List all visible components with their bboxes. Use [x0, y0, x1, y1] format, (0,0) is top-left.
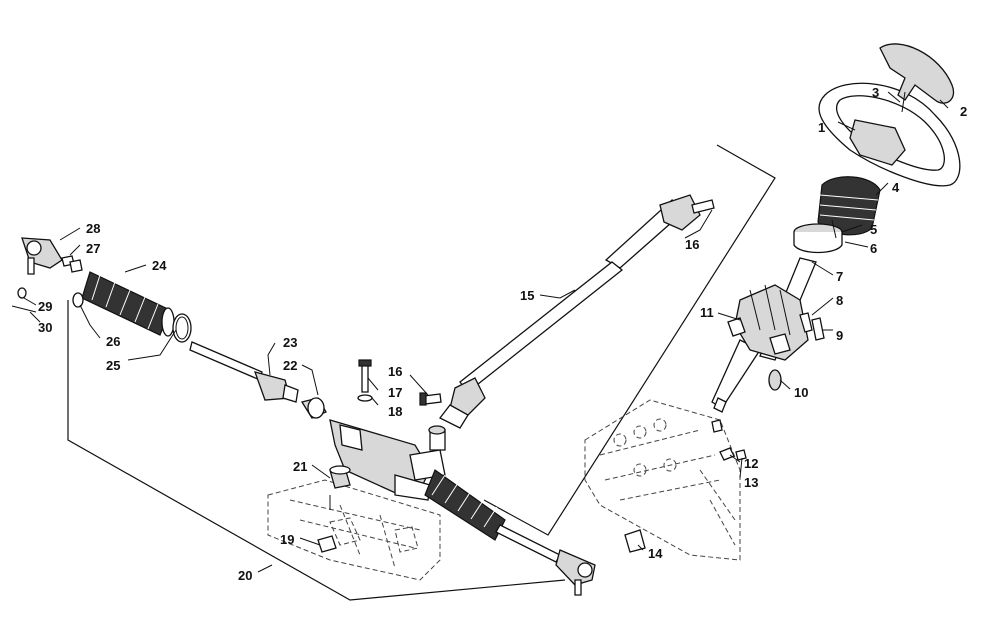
- callout-21: 21: [293, 459, 307, 474]
- cotter-pin-30: [11, 287, 37, 313]
- callout-15: 15: [520, 288, 534, 303]
- rack-nut: [317, 535, 337, 553]
- rack-boot-left: [81, 271, 175, 337]
- callout-23: 23: [283, 335, 297, 350]
- callout-2: 2: [960, 104, 967, 119]
- callout-14: 14: [648, 546, 663, 561]
- rack-bushing: [300, 397, 327, 419]
- callout-4: 4: [892, 180, 900, 195]
- group-20-bracket: [67, 300, 566, 601]
- horn-cap: [879, 43, 955, 113]
- callout-13: 13: [744, 475, 758, 490]
- callout-9: 9: [836, 328, 843, 343]
- callout-26: 26: [106, 334, 120, 349]
- column-boot: [817, 176, 881, 236]
- column-bushing: [793, 219, 843, 254]
- boot-clamp-large: [172, 313, 192, 343]
- leader-lines: [23, 91, 949, 573]
- callout-29: 29: [38, 299, 52, 314]
- callout-3: 3: [872, 85, 879, 100]
- steering-column: [711, 257, 825, 433]
- tie-rod-right: [495, 524, 596, 596]
- callout-17: 17: [388, 385, 402, 400]
- callout-1: 1: [818, 120, 825, 135]
- tie-rod-end-left: [21, 237, 83, 275]
- callout-28: 28: [86, 221, 100, 236]
- callout-11: 11: [700, 305, 714, 320]
- callout-16-lower: 16: [388, 364, 402, 379]
- rack-mount-bushing: [329, 465, 351, 510]
- callout-30: 30: [38, 320, 52, 335]
- callout-5: 5: [870, 222, 877, 237]
- callout-20: 20: [238, 568, 252, 583]
- callout-8: 8: [836, 293, 843, 308]
- boot-clamp-small: [72, 292, 84, 308]
- bolt-16-lower: [419, 392, 442, 406]
- callout-16-upper: 16: [685, 237, 699, 252]
- callout-24: 24: [152, 258, 167, 273]
- callout-18: 18: [388, 404, 402, 419]
- group-column-bracket: [483, 144, 776, 536]
- rack-boot-right: [424, 469, 506, 541]
- inner-tie-rod: [189, 341, 299, 403]
- callout-12: 12: [744, 456, 758, 471]
- rack-bolt: [357, 359, 373, 402]
- callout-19: 19: [280, 532, 294, 547]
- callout-25: 25: [106, 358, 120, 373]
- column-frame-dashed: [584, 399, 741, 561]
- callout-10: 10: [794, 385, 808, 400]
- rack-frame-dashed: [267, 479, 441, 581]
- callout-22: 22: [283, 358, 297, 373]
- callout-6: 6: [870, 241, 877, 256]
- callout-7: 7: [836, 269, 843, 284]
- column-fasteners: [624, 447, 747, 553]
- steering-wheel: [818, 82, 961, 187]
- intermediate-shaft: [439, 194, 715, 429]
- callout-27: 27: [86, 241, 100, 256]
- callout-labels: 1 2 3 4 5 6 7 8 9 10 11 12 13 14 15 16 1…: [38, 85, 967, 583]
